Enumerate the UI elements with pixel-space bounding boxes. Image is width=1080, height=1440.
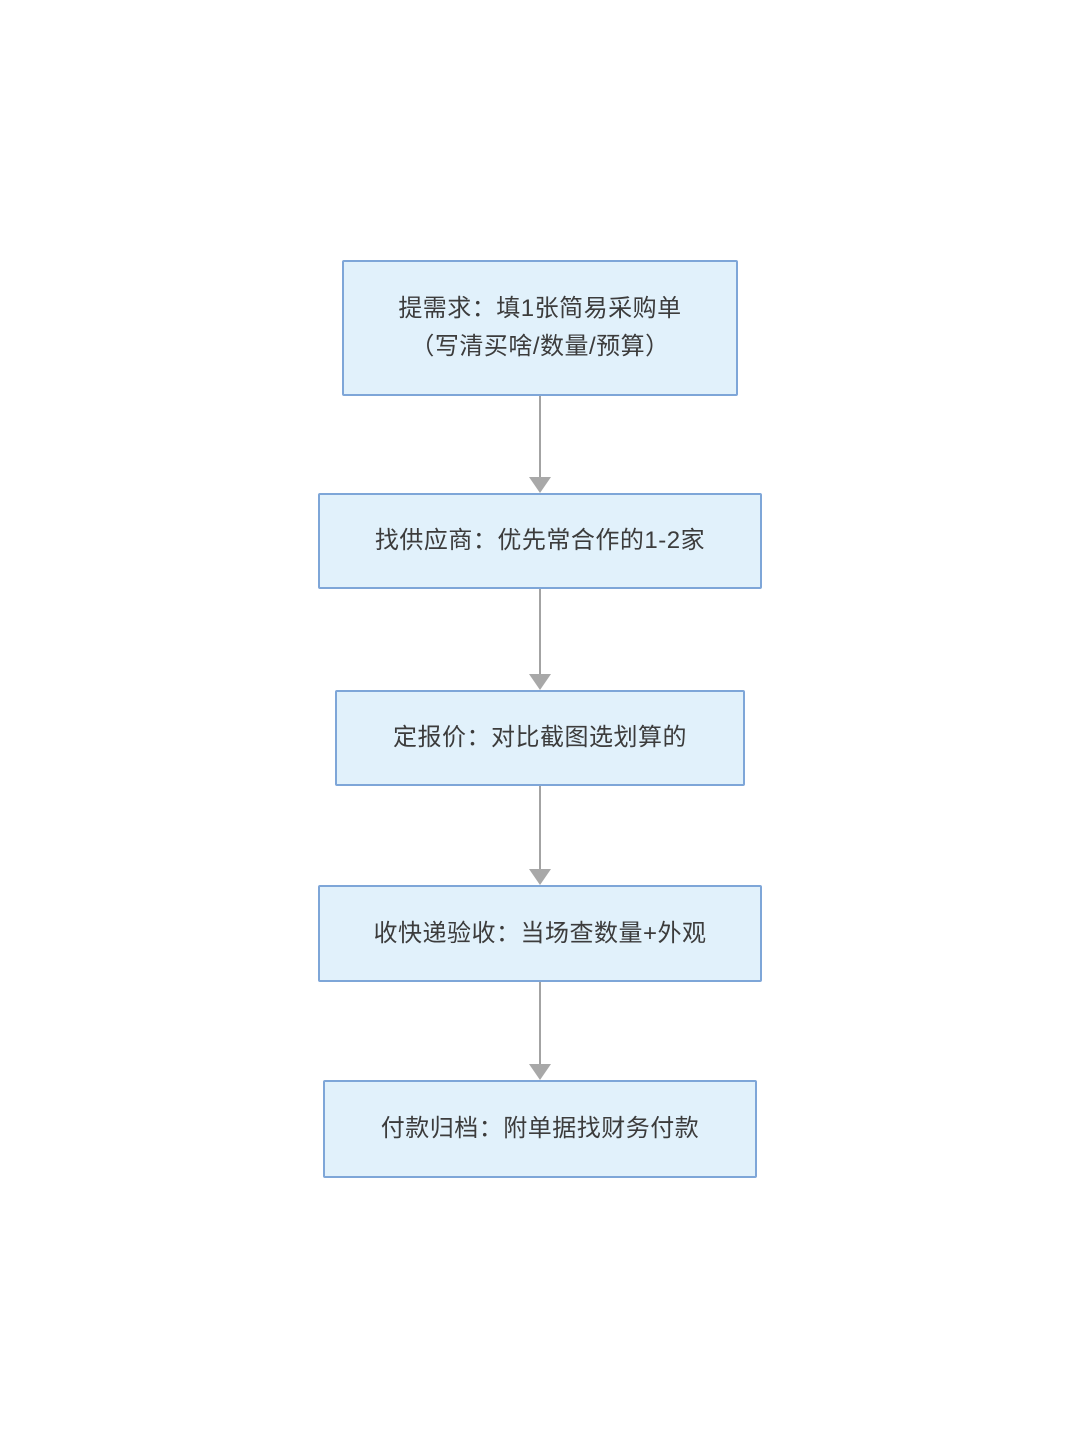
arrow-line <box>539 982 541 1065</box>
arrow-line <box>539 786 541 870</box>
arrow-down-icon <box>529 674 551 690</box>
arrow-down-icon <box>529 477 551 493</box>
flow-node-step2-line1: 找供应商：优先常合作的1-2家 <box>374 527 706 554</box>
arrow-line <box>539 396 541 478</box>
flow-node-step3: 定报价：对比截图选划算的 <box>335 690 745 786</box>
flow-arrow-1 <box>529 396 551 493</box>
flow-node-step1-line1: 提需求：填1张简易采购单 <box>398 295 682 322</box>
flow-node-step1-line2: （写清买啥/数量/预算） <box>410 333 670 360</box>
flow-node-step4-line1: 收快递验收：当场查数量+外观 <box>373 919 707 947</box>
arrow-down-icon <box>529 869 551 885</box>
arrow-line <box>539 589 541 675</box>
flow-arrow-4 <box>529 982 551 1080</box>
flow-node-step5-line1: 付款归档：附单据找财务付款 <box>380 1115 700 1142</box>
flow-arrow-3 <box>529 786 551 885</box>
flow-node-step3-line1: 定报价：对比截图选划算的 <box>393 724 687 751</box>
flow-arrow-2 <box>529 589 551 690</box>
flow-node-step5: 付款归档：附单据找财务付款 <box>323 1080 757 1178</box>
flow-node-step2: 找供应商：优先常合作的1-2家 <box>318 493 762 589</box>
arrow-down-icon <box>529 1064 551 1080</box>
flow-node-step1: 提需求：填1张简易采购单 （写清买啥/数量/预算） <box>342 260 738 396</box>
flow-node-step4: 收快递验收：当场查数量+外观 <box>318 885 762 982</box>
